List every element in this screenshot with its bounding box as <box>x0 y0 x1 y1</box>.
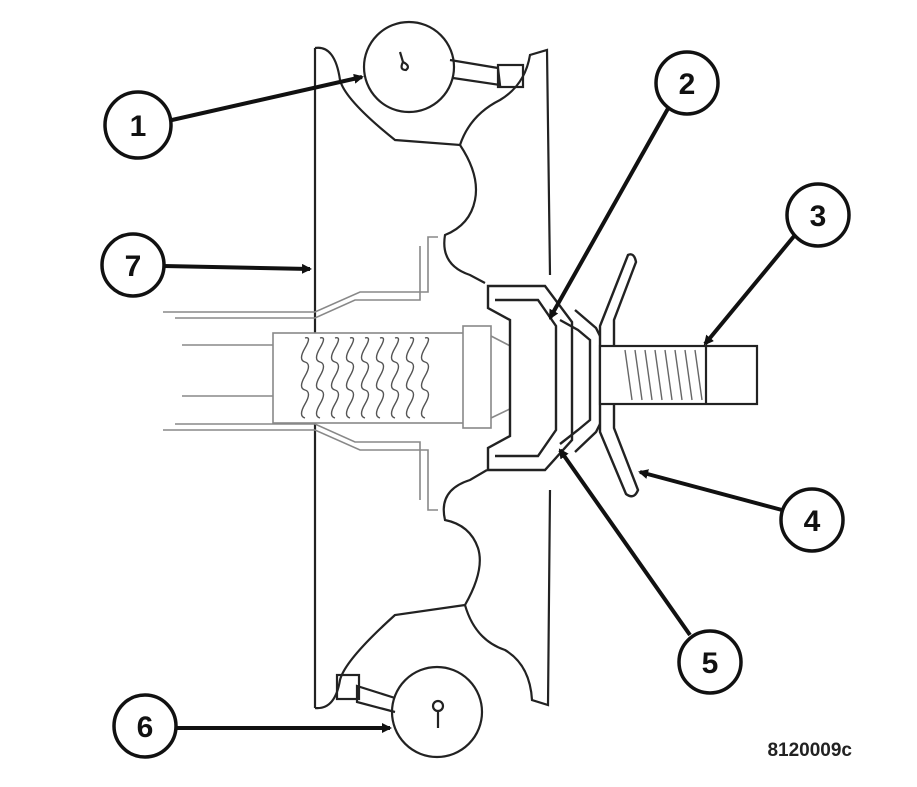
callout-1: 1 <box>103 90 173 160</box>
arrow-1 <box>171 73 364 122</box>
callout-3: 3 <box>785 182 851 248</box>
spanner-tool <box>598 253 640 498</box>
svg-text:6: 6 <box>137 711 154 744</box>
svg-text:3: 3 <box>810 200 827 233</box>
arrow-7 <box>163 263 312 274</box>
arrow-3 <box>703 233 797 346</box>
svg-text:1: 1 <box>130 110 147 143</box>
svg-text:2: 2 <box>679 68 696 101</box>
tire-valve-upper <box>362 20 525 114</box>
threaded-rod <box>598 344 759 406</box>
figure-id: 8120009c <box>767 740 852 761</box>
callout-4: 4 <box>779 487 845 553</box>
callout-5: 5 <box>677 629 743 695</box>
svg-text:4: 4 <box>804 505 821 538</box>
axle-shaft <box>163 236 519 511</box>
callout-2: 2 <box>654 50 720 116</box>
svg-text:7: 7 <box>125 250 142 283</box>
arrow-4 <box>638 469 783 512</box>
callout-arrows <box>163 73 797 733</box>
arrow-2 <box>548 104 672 320</box>
arrow-5 <box>558 448 692 637</box>
callout-6: 6 <box>112 693 178 759</box>
hub-nut <box>486 284 574 472</box>
tire-valve-lower <box>335 665 484 759</box>
callout-7: 7 <box>100 232 166 298</box>
svg-text:5: 5 <box>702 647 719 680</box>
